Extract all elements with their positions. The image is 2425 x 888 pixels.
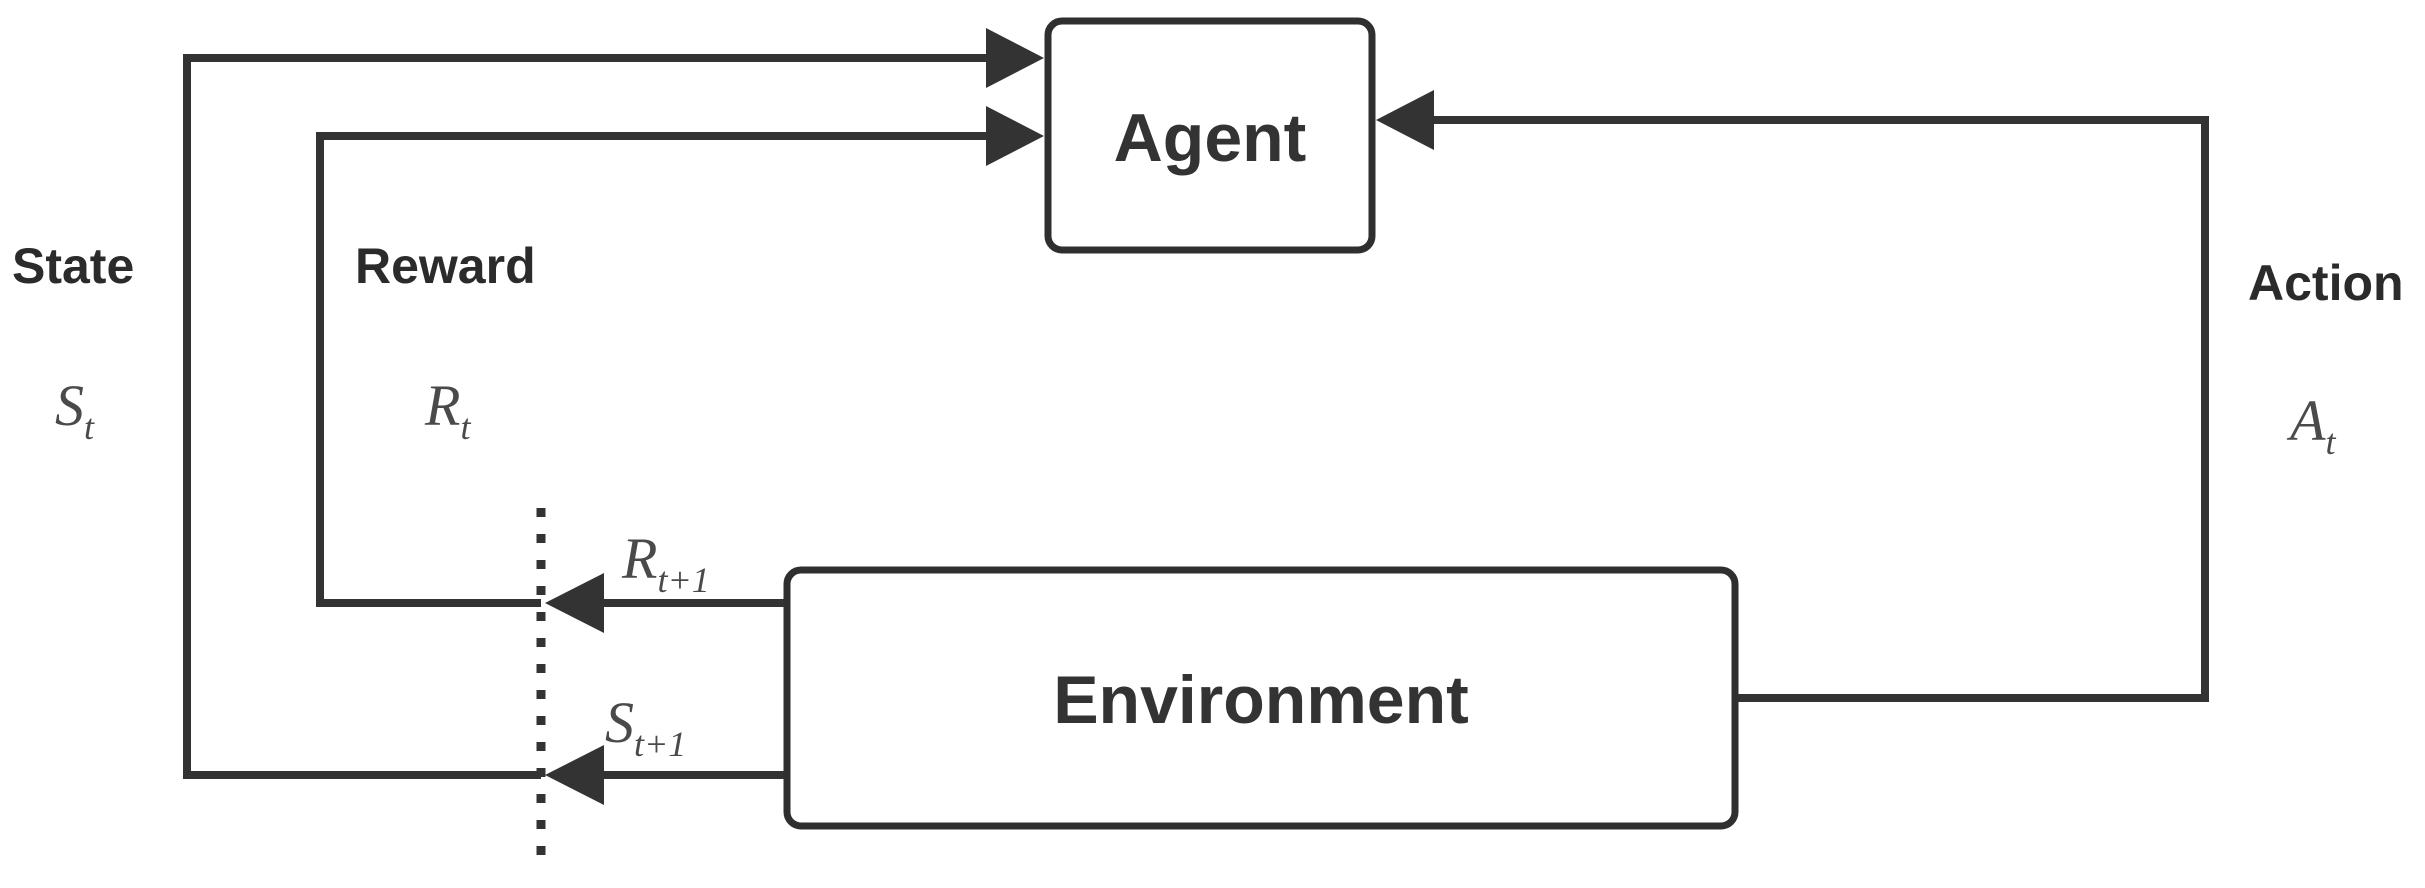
math-state-t-sub: t xyxy=(84,407,95,447)
arrowhead-state-to-divider xyxy=(545,745,604,805)
arrowhead-group xyxy=(545,28,1434,805)
math-action-t-base: A xyxy=(2286,388,2326,453)
math-reward-t-plus-1: Rt+1 xyxy=(621,526,710,600)
math-reward-t: Rt xyxy=(424,373,471,447)
agent-box xyxy=(1044,17,1376,254)
math-state-t: St xyxy=(55,373,95,447)
math-state-t-plus-1-base: S xyxy=(605,690,634,755)
agent-label: Agent xyxy=(1114,100,1307,176)
node-agent[interactable]: Agent xyxy=(1044,17,1376,254)
math-action-t: At xyxy=(2286,388,2336,462)
edge-action-out xyxy=(1430,116,2209,702)
arrowhead-state-into-agent xyxy=(986,28,1044,88)
reward-label: Reward xyxy=(355,238,536,294)
side-label-group: State Reward Action xyxy=(12,238,2404,311)
edge-reward-feedback xyxy=(316,132,990,607)
math-reward-t-sub: t xyxy=(460,407,471,447)
arrowhead-reward-to-divider xyxy=(545,573,604,633)
math-action-t-sub: t xyxy=(2325,422,2336,462)
environment-box xyxy=(783,566,1739,830)
state-label: State xyxy=(12,238,134,294)
math-state-t-plus-1-sub: t+1 xyxy=(634,724,686,764)
arrowhead-action-into-agent xyxy=(1376,90,1434,150)
node-environment[interactable]: Environment xyxy=(783,566,1739,830)
action-label: Action xyxy=(2248,255,2404,311)
edge-group xyxy=(183,54,2209,779)
math-state-t-plus-1: St+1 xyxy=(605,690,686,764)
math-reward-t-plus-1-sub: t+1 xyxy=(657,560,709,600)
math-state-t-base: S xyxy=(55,373,84,438)
math-reward-t-base: R xyxy=(424,373,460,438)
edge-state-feedback xyxy=(183,54,990,779)
math-reward-t-plus-1-base: R xyxy=(621,526,657,591)
math-label-group: St Rt At Rt+1 St+1 xyxy=(55,373,2336,764)
environment-label: Environment xyxy=(1053,662,1469,738)
arrowhead-reward-into-agent xyxy=(986,106,1044,166)
